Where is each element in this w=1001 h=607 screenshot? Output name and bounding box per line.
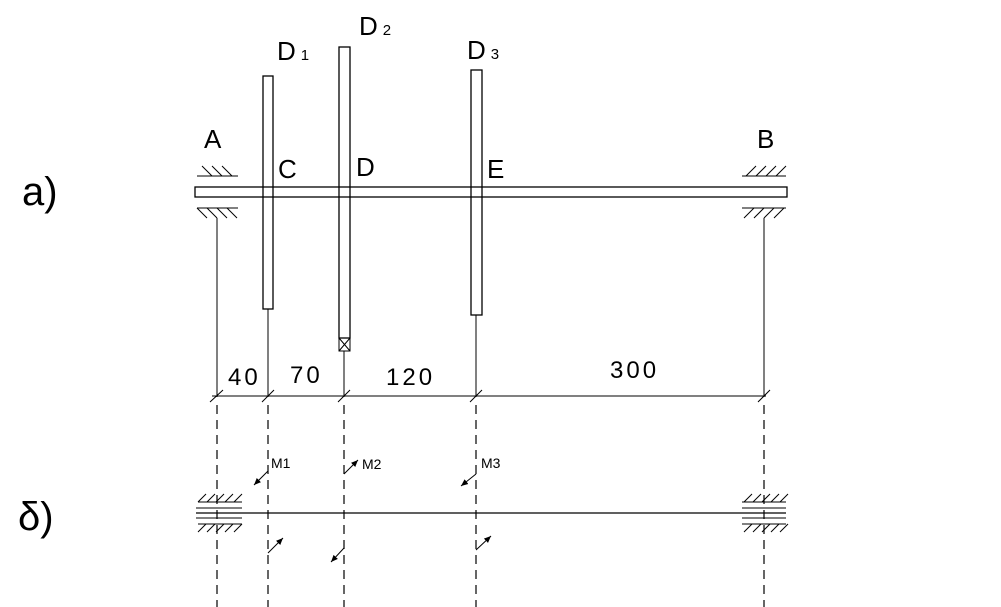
moment-arrows: [253, 459, 492, 563]
dimension-300: 300: [610, 357, 659, 384]
support-b: [742, 165, 787, 219]
support-b-b: [742, 493, 789, 533]
label-a: A: [204, 124, 222, 154]
disk-d2: [338, 46, 351, 339]
shaft: [194, 186, 788, 198]
support-a-b: [197, 493, 243, 533]
extension-lines: [216, 218, 765, 397]
label-c: C: [278, 154, 297, 184]
support-a: [196, 165, 238, 219]
disk-d1: [262, 75, 274, 310]
part-label-b: δ): [18, 495, 54, 539]
label-m3: M3: [481, 455, 501, 471]
projection-lines: [216, 405, 765, 607]
part-label-a: a): [22, 170, 58, 214]
label-m1: M1: [271, 455, 291, 471]
dimension-70: 70: [290, 362, 323, 389]
label-d: D: [356, 152, 375, 182]
dimension-120: 120: [386, 364, 435, 391]
disk-d3: [470, 69, 483, 316]
dimension-line: [209, 389, 771, 403]
label-b: B: [757, 124, 774, 154]
label-e: E: [487, 154, 504, 184]
label-m2: M2: [362, 456, 382, 472]
dimension-40: 40: [228, 364, 261, 391]
